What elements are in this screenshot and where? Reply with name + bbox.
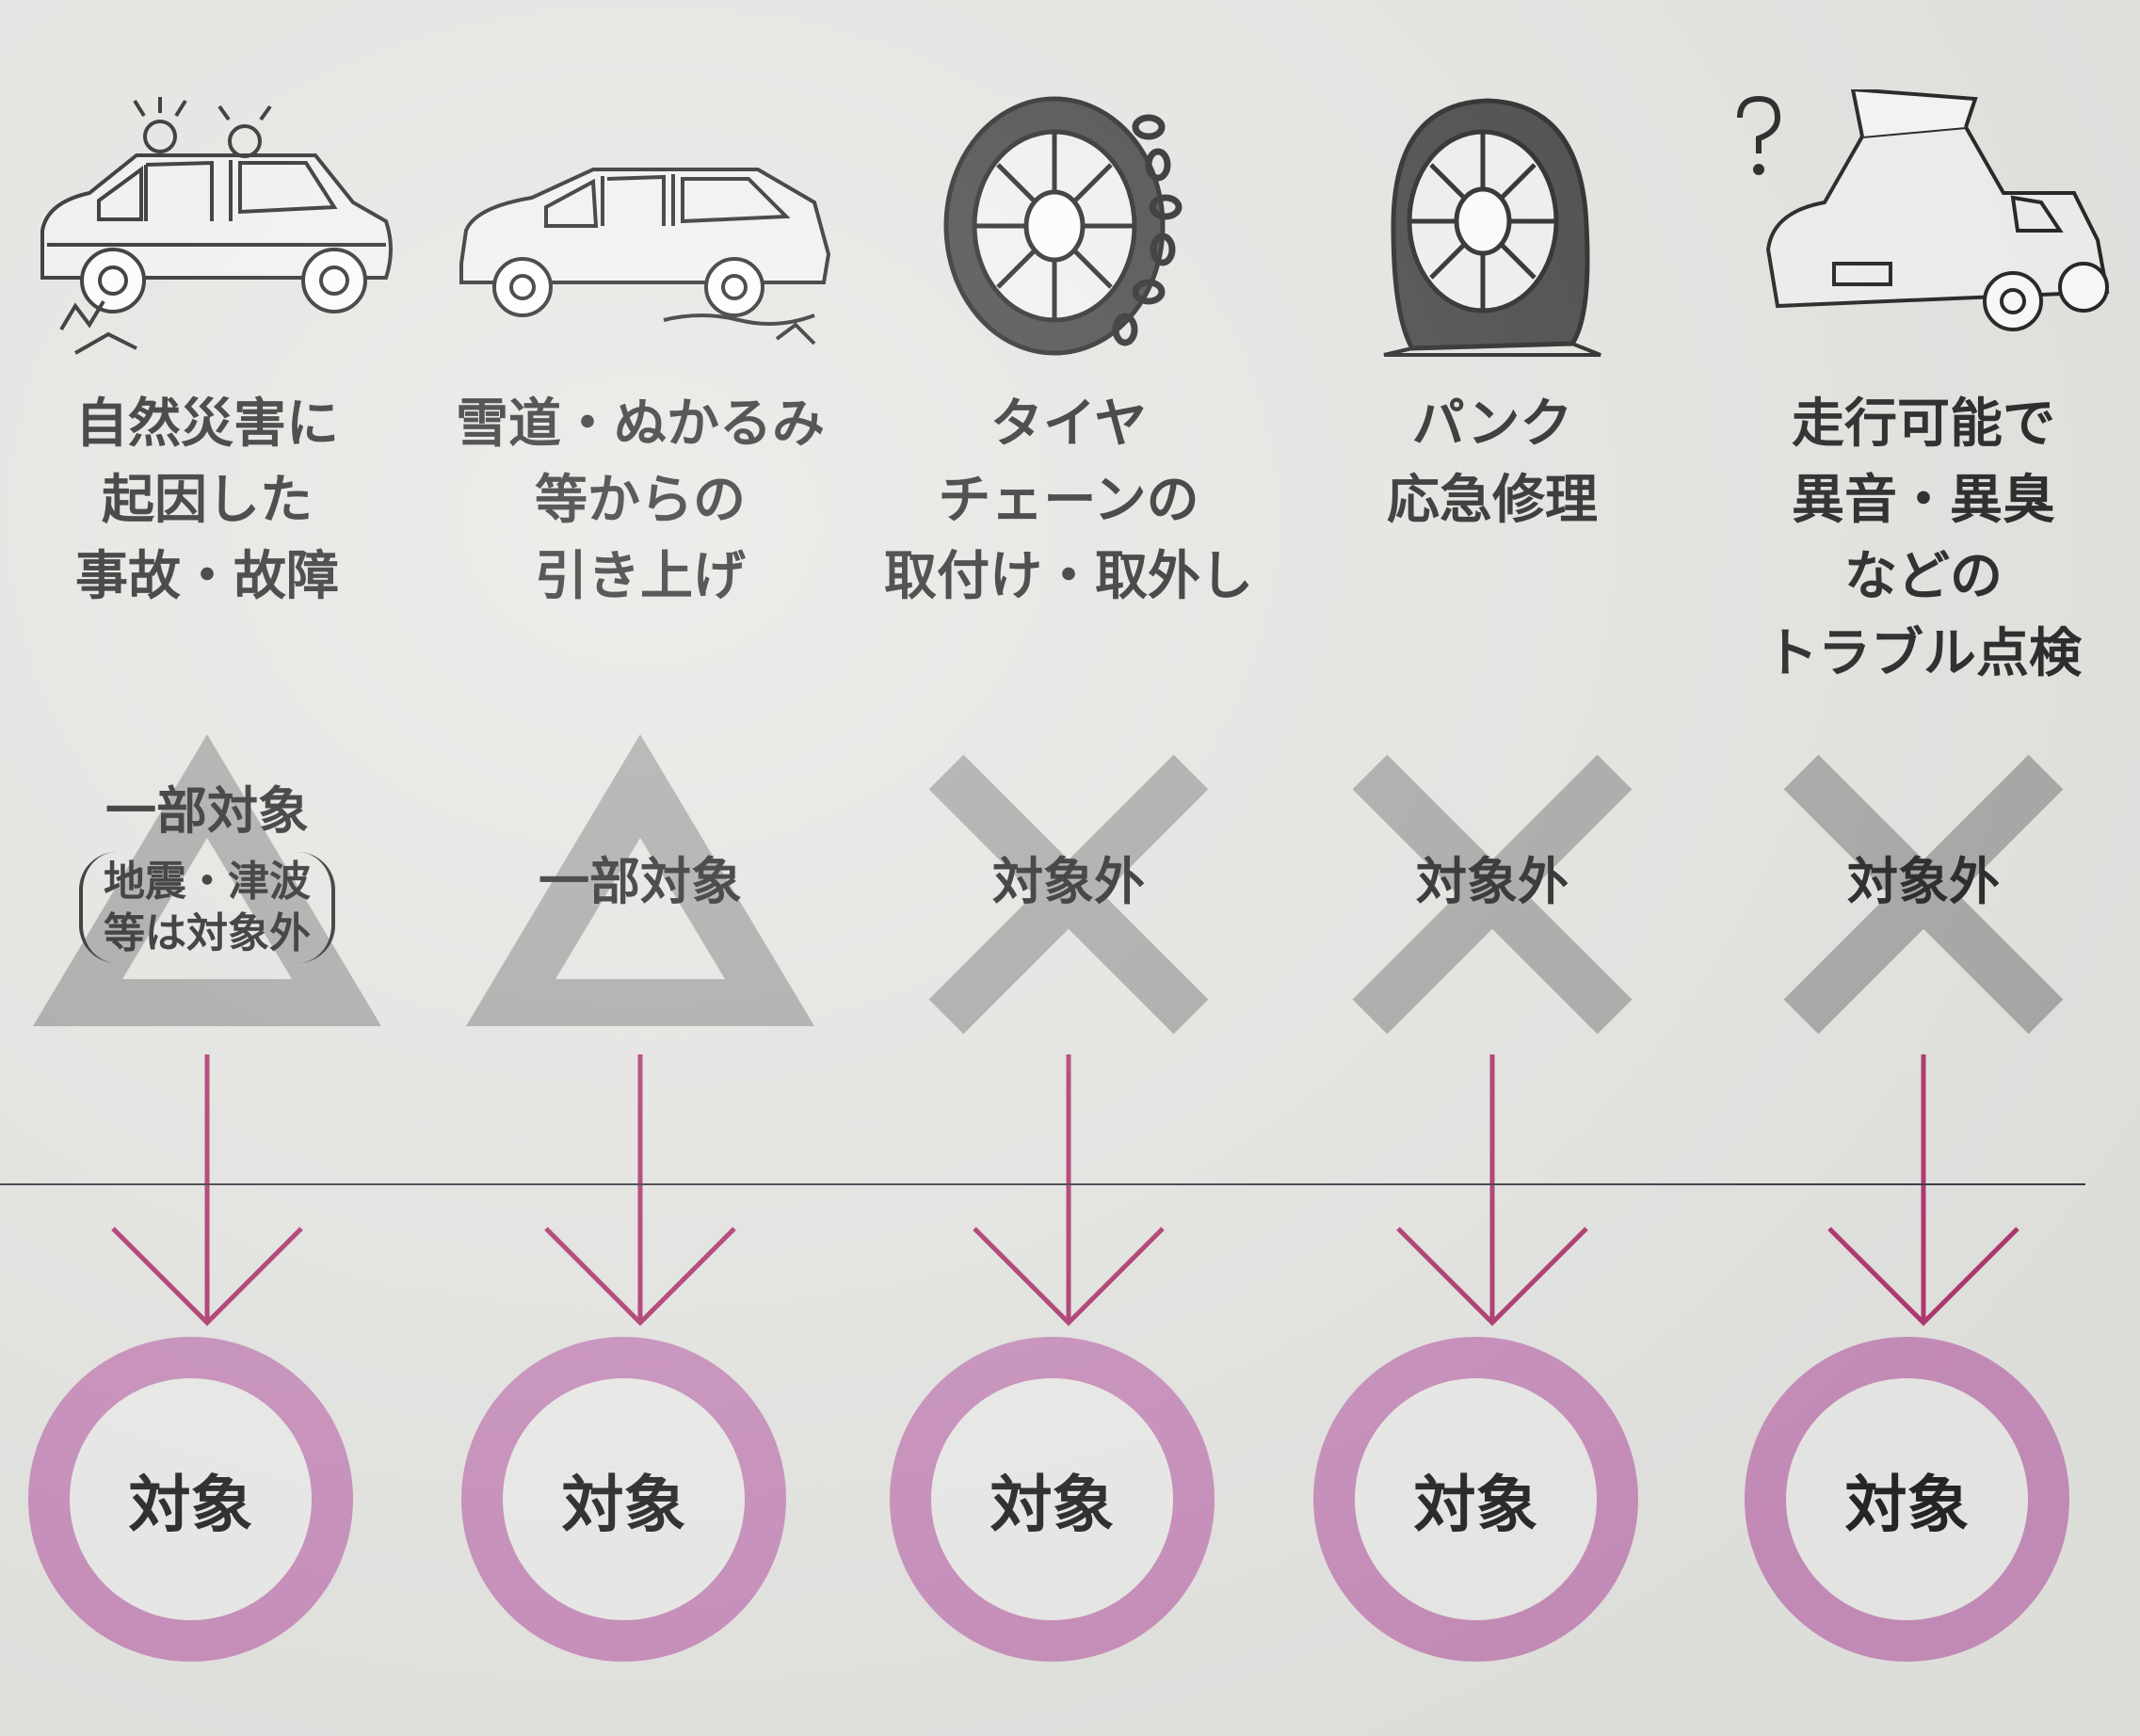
circle-mark: 対象 <box>1313 1337 1638 1662</box>
title-line: 異音・異臭 <box>1792 470 2055 532</box>
title-line: パンク <box>1411 394 1573 455</box>
car-stuck-icon <box>438 89 843 362</box>
down-arrow-icon <box>527 1054 753 1327</box>
cross-mark <box>1304 725 1681 1045</box>
item-title: タイヤ チェーンの 取付け・取外し <box>847 386 1290 616</box>
cross-mark <box>880 725 1257 1045</box>
car-in-disaster-icon <box>5 89 410 362</box>
title-line: などの <box>1844 546 2003 608</box>
title-line: 走行可能で <box>1792 394 2055 455</box>
title-line: 引き上げ <box>535 546 746 608</box>
column-tire-chain: タイヤ チェーンの 取付け・取外し 対象外 対象 <box>866 0 1271 1736</box>
before-status: 一部対象 <box>438 852 843 913</box>
before-status-label: 対象外 <box>1847 852 2000 911</box>
down-arrow-icon <box>1810 1054 2036 1327</box>
column-flat-tire: パンク 応急修理 対象外 対象 <box>1290 0 1695 1736</box>
note-line: 等は対象外 <box>104 908 311 957</box>
triangle-mark <box>452 725 829 1045</box>
title-line: 取付け・取外し <box>884 546 1253 608</box>
circle-mark: 対象 <box>1745 1337 2069 1662</box>
item-title: 自然災害に 起因した 事故・故障 <box>0 386 428 616</box>
note-line: 地震・津波 <box>104 857 311 906</box>
title-line: 自然災害に <box>75 394 339 455</box>
title-line: トラブル点検 <box>1765 622 2082 684</box>
circle-mark: 対象 <box>461 1337 786 1662</box>
item-title: 雪道・ぬかるみ 等からの 引き上げ <box>419 386 861 616</box>
after-status-label: 対象 <box>1844 1468 1970 1541</box>
car-open-hood-icon <box>1721 87 2126 362</box>
title-line: 雪道・ぬかるみ <box>456 394 825 455</box>
triangle-mark <box>19 725 395 1045</box>
title-line: タイヤ <box>990 394 1148 455</box>
item-title: パンク 応急修理 <box>1271 386 1714 538</box>
before-status-label: 一部対象 <box>539 852 742 911</box>
before-status-label: 対象外 <box>992 852 1145 911</box>
after-status-label: 対象 <box>561 1468 686 1541</box>
column-noise-inspection: 走行可能で 異音・異臭 などの トラブル点検 対象外 対象 <box>1721 0 2126 1736</box>
after-status-label: 対象 <box>1413 1468 1538 1541</box>
before-status: 一部対象 地震・津波 等は対象外 <box>5 781 410 963</box>
before-status: 対象外 <box>866 852 1271 913</box>
column-natural-disaster: 自然災害に 起因した 事故・故障 一部対象 地震・津波 等は対象外 対象 <box>5 0 410 1736</box>
before-status: 対象外 <box>1721 852 2126 913</box>
after-status-label: 対象 <box>128 1468 253 1541</box>
before-status-label: 対象外 <box>1416 852 1569 911</box>
circle-mark: 対象 <box>28 1337 353 1662</box>
title-line: 起因した <box>102 470 313 532</box>
before-status: 対象外 <box>1290 852 1695 913</box>
down-arrow-icon <box>94 1054 320 1327</box>
column-stuck-recovery: 雪道・ぬかるみ 等からの 引き上げ 一部対象 対象 <box>438 0 843 1736</box>
circle-mark: 対象 <box>890 1337 1215 1662</box>
title-line: 事故・故障 <box>75 546 339 608</box>
down-arrow-icon <box>956 1054 1182 1327</box>
title-line: 応急修理 <box>1387 470 1598 532</box>
divider-line <box>0 1183 2085 1185</box>
title-line: チェーンの <box>938 470 1199 532</box>
flat-tire-icon <box>1290 89 1695 362</box>
cross-mark <box>1735 725 2112 1045</box>
item-title: 走行可能で 異音・異臭 などの トラブル点検 <box>1702 386 2140 692</box>
before-status-note: 地震・津波 等は対象外 <box>79 851 335 963</box>
title-line: 等からの <box>535 470 746 532</box>
down-arrow-icon <box>1379 1054 1605 1327</box>
tire-chain-icon <box>866 89 1271 362</box>
after-status-label: 対象 <box>990 1468 1115 1541</box>
before-status-label: 一部対象 <box>105 781 309 841</box>
